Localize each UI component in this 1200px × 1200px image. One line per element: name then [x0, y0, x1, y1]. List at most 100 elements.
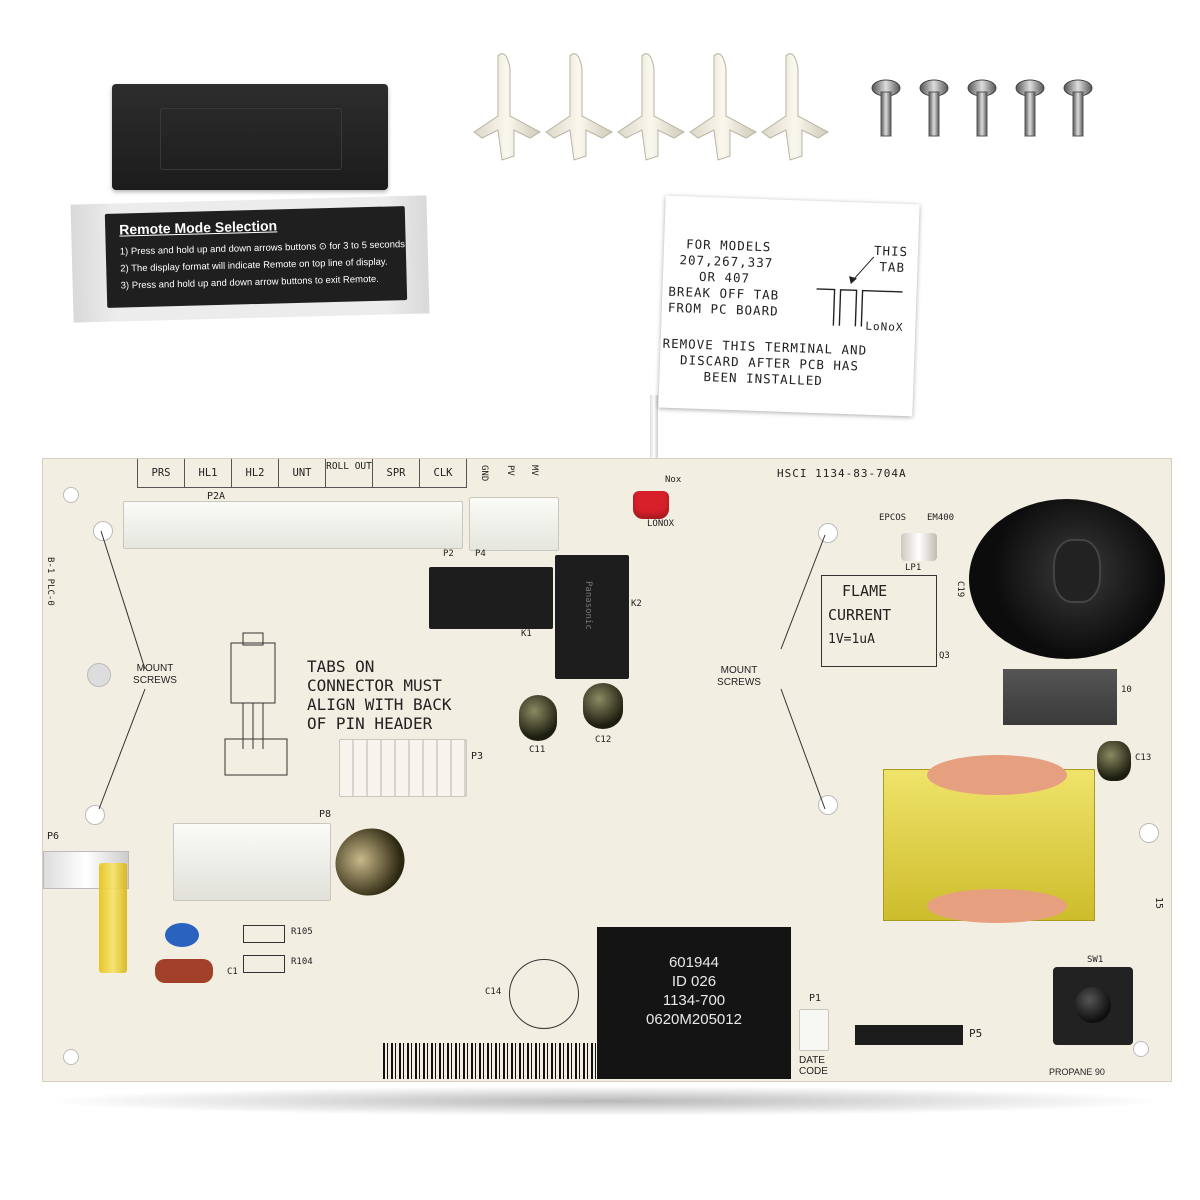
- chip-line-1: 601944: [668, 954, 720, 971]
- connector-diagram: [224, 632, 288, 776]
- resistor-r105: [243, 925, 285, 943]
- lonox-red-terminal[interactable]: [633, 491, 669, 519]
- relay-k1: [429, 567, 553, 629]
- label-p1: P1: [809, 993, 822, 1004]
- flag-models-line-3: OR 407: [698, 268, 751, 286]
- sticker-title: Remote Mode Selection: [119, 217, 278, 238]
- label-q3: Q3: [939, 651, 950, 661]
- flame-current-box: FLAME CURRENT 1V=1uA: [821, 575, 937, 667]
- connector-p3[interactable]: [339, 739, 467, 797]
- sw1-push-button[interactable]: [1075, 987, 1111, 1023]
- label-k1: K1: [521, 629, 532, 639]
- flag-tab-diagram: [816, 256, 903, 327]
- main-chip: 601944 ID 026 1134-700 0620M205012: [597, 927, 791, 1079]
- label-c1: C1: [227, 967, 238, 977]
- label-c19: C19: [955, 581, 965, 598]
- mount-hole: [63, 1049, 79, 1065]
- header-label-strip: PRS HL1 HL2 UNT ROLL OUT SPR CLK: [137, 459, 467, 488]
- label-p2: P2: [443, 549, 454, 559]
- screw-1: [871, 79, 901, 137]
- flag-models-line-1: FOR MODELS: [685, 236, 772, 255]
- red-capacitor: [155, 959, 213, 983]
- label-date-code-1: DATE: [799, 1055, 825, 1066]
- black-round-center: [1053, 539, 1101, 603]
- flag-break-line-2: FROM PC BOARD: [667, 299, 779, 319]
- label-lonox-top: Nox: [665, 475, 682, 485]
- header-label-prs: PRS: [138, 459, 185, 487]
- header-label-unt: UNT: [279, 459, 326, 487]
- connector-p8[interactable]: [173, 823, 331, 901]
- label-p3: P3: [471, 751, 484, 762]
- instruction-flag: FOR MODELS 207,267,337 OR 407 BREAK OFF …: [658, 195, 920, 417]
- blue-capacitor: [165, 923, 199, 947]
- label-p5: P5: [969, 1027, 983, 1040]
- label-10: 10: [1121, 685, 1132, 695]
- screw-5: [1063, 79, 1093, 137]
- tabs-note-line-3: ALIGN WITH BACK: [307, 695, 452, 714]
- label-p8: P8: [319, 809, 332, 820]
- yellow-fuse: [99, 863, 127, 973]
- mount-hole: [818, 523, 838, 543]
- label-side-code: 15: [1153, 897, 1164, 910]
- label-lp1: LP1: [905, 563, 922, 573]
- chip-line-3: 1134-700: [662, 992, 726, 1009]
- gray-block-component: [1003, 669, 1117, 725]
- header-label-hl1: HL1: [185, 459, 232, 487]
- capacitor-c11: [519, 695, 557, 741]
- tabs-note-line-4: OF PIN HEADER: [307, 714, 433, 733]
- chip-line-4: 0620M205012: [646, 1011, 742, 1028]
- flame-line-1: FLAME: [842, 582, 888, 600]
- remote-mode-sticker: Remote Mode Selection 1) Press and hold …: [104, 206, 408, 308]
- flame-line-3: 1V=1uA: [828, 632, 875, 647]
- black-cover-plate: [112, 84, 388, 190]
- flag-remove-line-3: BEEN INSTALLED: [703, 369, 824, 389]
- label-c13: C13: [1135, 753, 1152, 763]
- label-gnd: GND: [479, 465, 489, 482]
- transformer-coil-top: [927, 755, 1067, 795]
- label-p4: P4: [475, 549, 486, 559]
- capacitor-c12: [583, 683, 623, 729]
- mount-hole: [818, 795, 838, 815]
- label-p6: P6: [47, 831, 60, 842]
- tabs-note-line-2: CONNECTOR MUST: [307, 676, 442, 695]
- mount-hole: [1133, 1041, 1149, 1057]
- label-c12: C12: [595, 735, 612, 745]
- cover-plate-recess: [160, 108, 342, 170]
- flame-line-2: CURRENT: [828, 606, 892, 624]
- label-lonox-bottom: LONOX: [647, 519, 675, 529]
- connector-p1[interactable]: [799, 1009, 829, 1051]
- standoff-5: [761, 53, 830, 161]
- mount-hole: [1139, 823, 1159, 843]
- capacitor-large: [323, 815, 417, 909]
- screw-4: [1015, 79, 1045, 137]
- board-part-number: HSCI 1134-83-704A: [777, 467, 907, 480]
- connector-p2a[interactable]: [123, 501, 463, 549]
- barcode: [383, 1043, 597, 1079]
- mount-hole: [93, 521, 113, 541]
- label-mount-screws-right: MOUNT SCREWS: [717, 665, 761, 688]
- connector-p5[interactable]: [855, 1025, 963, 1045]
- header-label-roll-out: ROLL OUT: [326, 459, 373, 487]
- label-mount-screws-left: MOUNT SCREWS: [133, 663, 177, 686]
- label-em400: EM400: [927, 513, 955, 523]
- mount-screws-right-arrows: [780, 534, 826, 810]
- capacitor-c14-footprint: [509, 959, 579, 1029]
- header-label-clk: CLK: [433, 467, 453, 479]
- label-r105: R105: [291, 927, 313, 937]
- board-shadow: [40, 1086, 1170, 1116]
- standoff-4: [689, 53, 758, 161]
- relay-brand: Panasonic: [583, 581, 593, 630]
- epcos-component: [901, 533, 937, 561]
- transformer-coil-bottom: [927, 889, 1067, 923]
- mount-hole: [85, 805, 105, 825]
- resistor-r104: [243, 955, 285, 973]
- label-r104: R104: [291, 957, 313, 967]
- label-epcos: EPCOS: [879, 513, 907, 523]
- plastic-standoffs: [473, 53, 830, 161]
- flag-wire: [650, 395, 658, 495]
- label-date-code-2: CODE: [799, 1066, 828, 1077]
- mount-hole: [87, 663, 111, 687]
- circuit-board: HSCI 1134-83-704A PRS HL1 HL2 UNT ROLL O…: [42, 458, 1172, 1082]
- connector-p4[interactable]: [469, 497, 559, 551]
- screws: [871, 79, 1093, 137]
